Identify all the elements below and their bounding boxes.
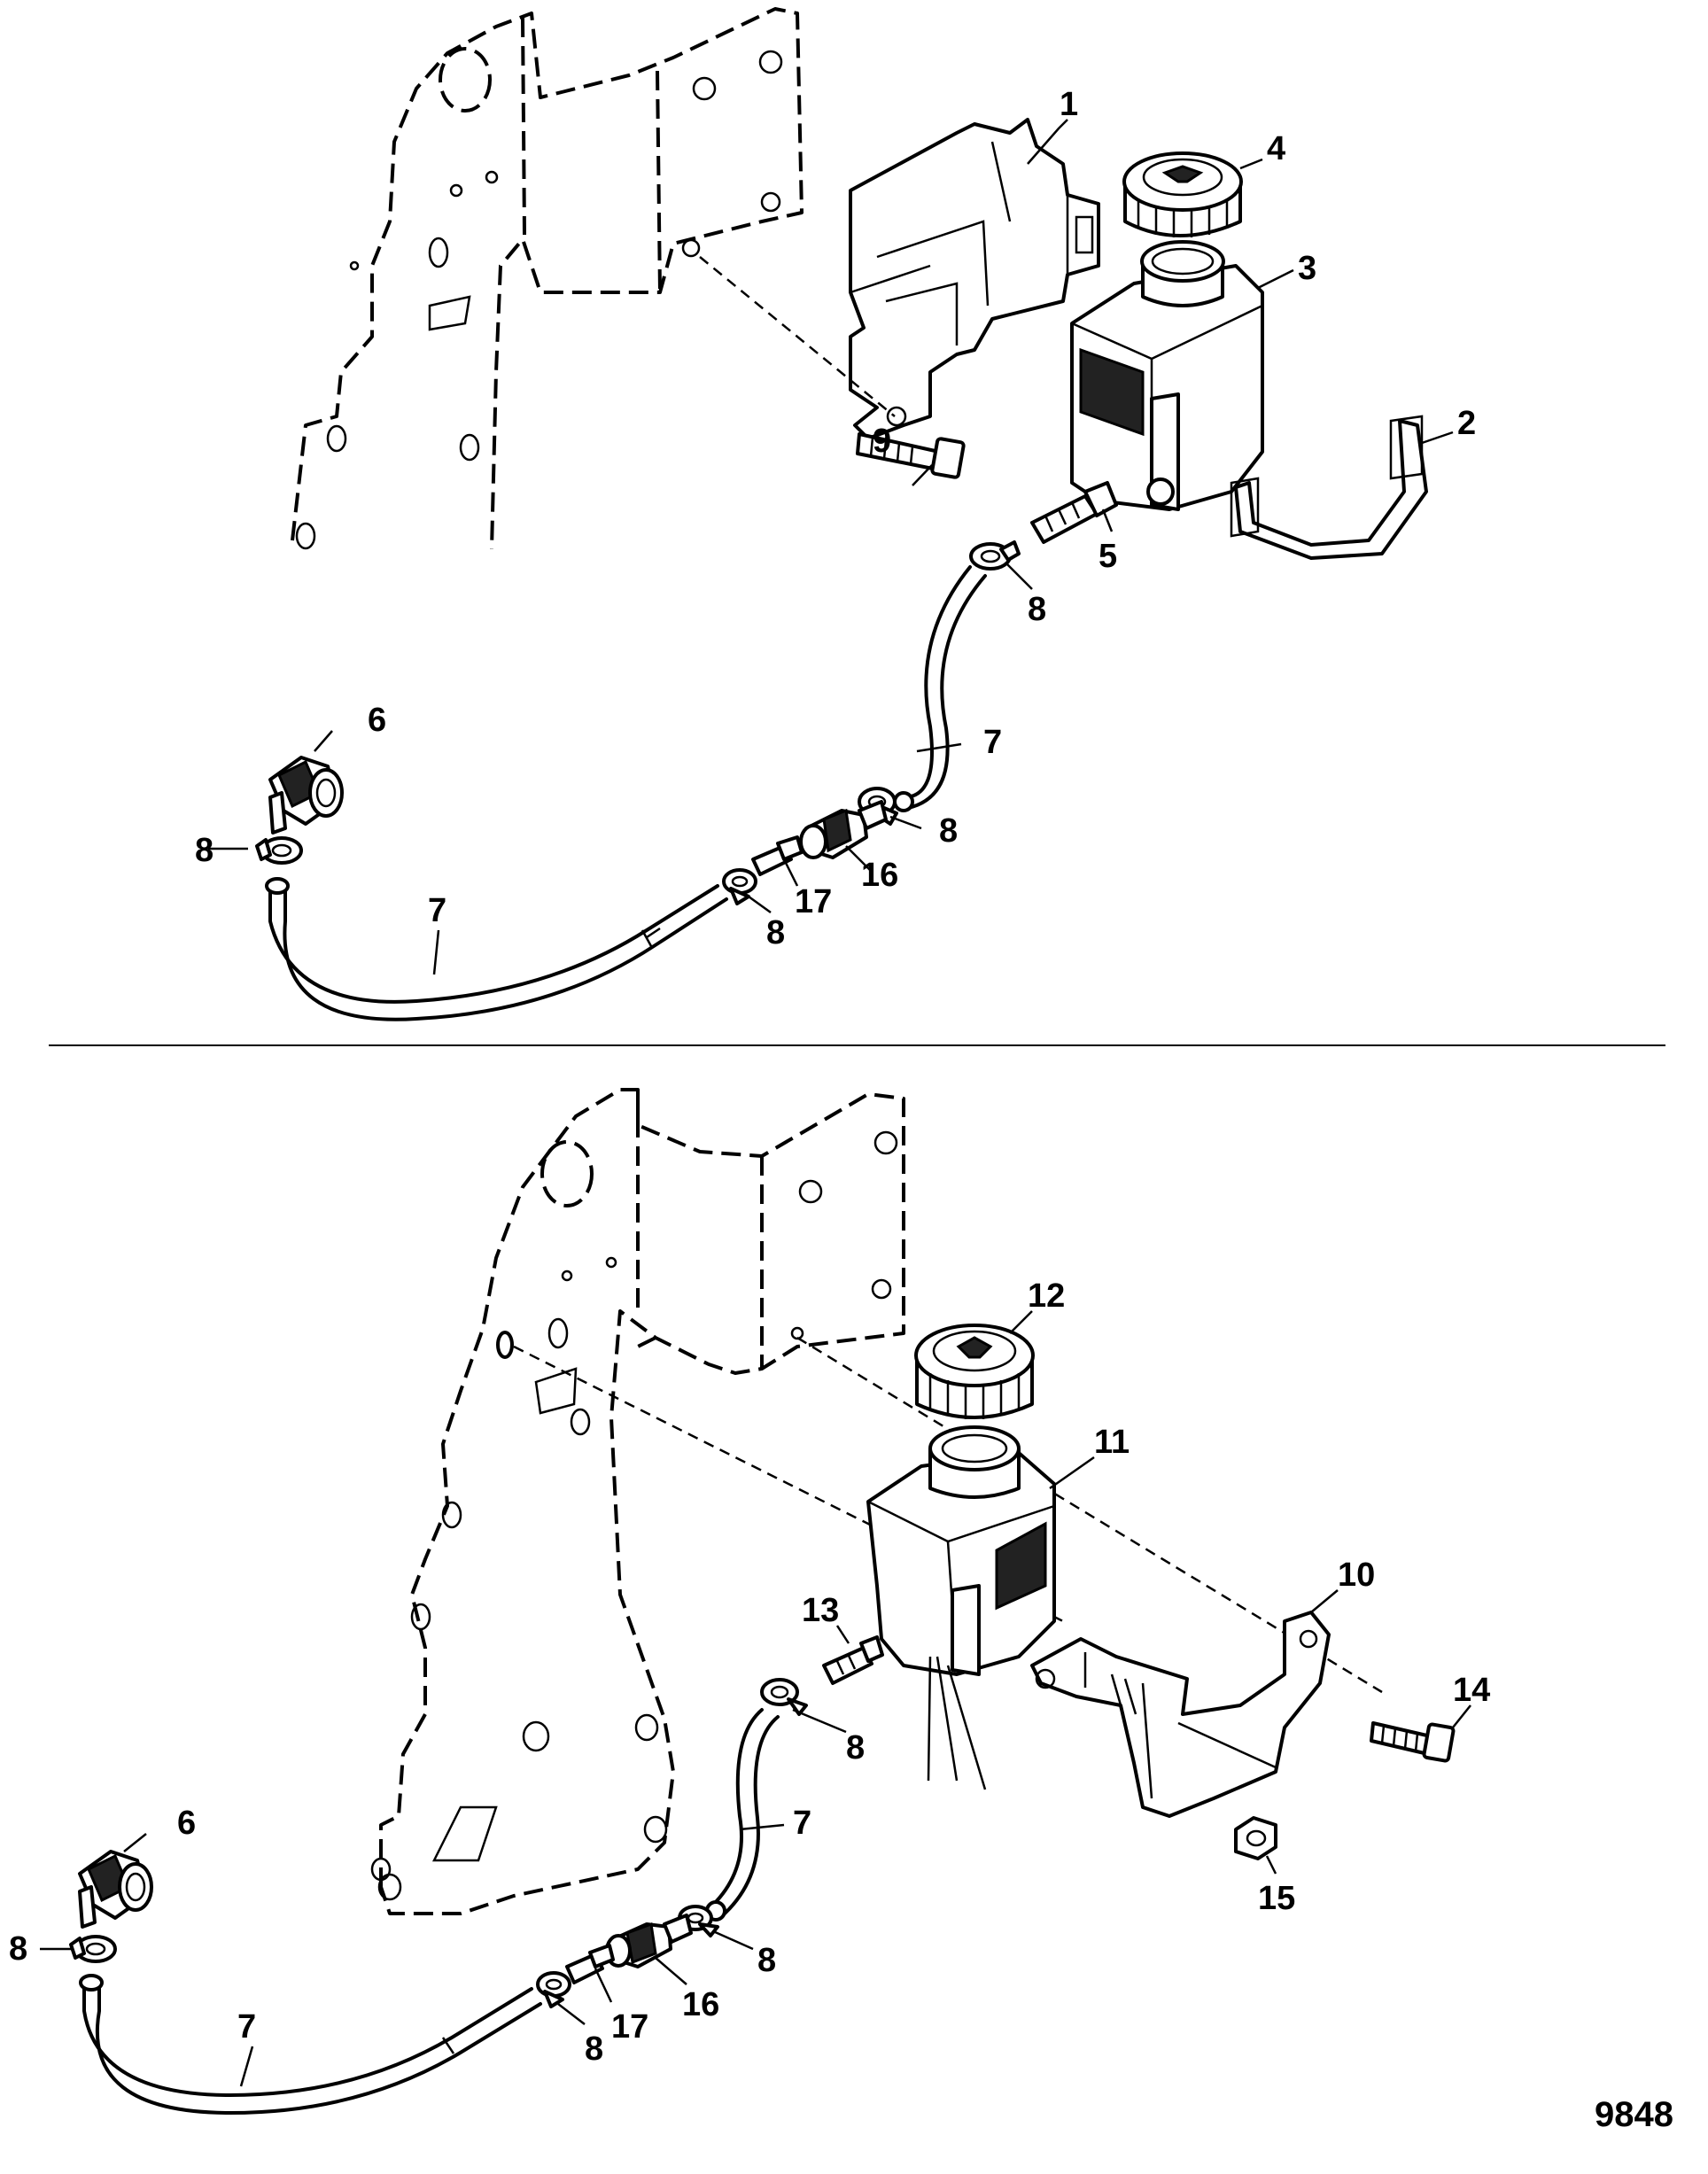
callout-14: 14 (1453, 1672, 1490, 1709)
callout-8: 8 (9, 1930, 27, 1968)
hose-7-long-end (265, 877, 290, 895)
callout-7: 7 (793, 1805, 811, 1842)
callout-6: 6 (177, 1805, 196, 1842)
bottom-view: 12 11 10 14 15 13 8 7 8 16 17 8 6 8 7 (9, 1088, 1490, 2115)
callout-8: 8 (585, 2030, 603, 2068)
hose-7-bottom-upper-outer (711, 1708, 764, 1906)
callout-5: 5 (1099, 538, 1117, 575)
nipple-17-top (751, 835, 804, 876)
quick-connector-16-bottom (605, 1914, 693, 1968)
engine-bracket-phantom-top (291, 7, 804, 550)
callout-6: 6 (368, 702, 386, 739)
reservoir-top (1070, 240, 1264, 511)
hose-7-upper-inner (906, 574, 987, 810)
callout-3: 3 (1298, 250, 1316, 287)
callout-8: 8 (757, 1942, 776, 1979)
reservoir-bottom (866, 1425, 1056, 1790)
callout-13: 13 (802, 1592, 839, 1629)
reservoir-mount-bracket (849, 118, 1100, 440)
hose-7-bottom-upper-inner (723, 1715, 780, 1915)
quick-connector-16-top (799, 800, 888, 859)
reservoir-strap (1230, 415, 1428, 560)
hose-7-upper-outer (902, 565, 972, 799)
reservoir-cap-top (1122, 151, 1243, 237)
callout-1: 1 (1060, 86, 1078, 123)
callout-8: 8 (1028, 591, 1046, 628)
callout-8: 8 (766, 914, 785, 951)
hose-clamp-8-upper (969, 540, 1021, 571)
callout-9: 9 (873, 423, 891, 460)
callout-15: 15 (1258, 1880, 1295, 1917)
callout-7: 7 (237, 2008, 256, 2046)
callout-8: 8 (195, 832, 214, 869)
callout-17: 17 (611, 2008, 648, 2046)
reservoir-bracket-10 (1030, 1611, 1331, 1818)
callout-10: 10 (1338, 1557, 1375, 1594)
hose-clamp-8-lower (722, 868, 757, 905)
bolt-alignment-line-top (699, 256, 896, 417)
bolt-14 (1370, 1721, 1456, 1763)
callout-7: 7 (428, 892, 446, 929)
barbed-fitting-5 (1030, 481, 1118, 544)
callout-12: 12 (1028, 1277, 1065, 1315)
callout-2: 2 (1457, 405, 1476, 442)
hose-clamp-8-left (255, 836, 303, 865)
hose-7-upper-end (893, 791, 914, 812)
bolt-9 (856, 432, 966, 479)
hose-7-long-outer (268, 884, 719, 1004)
hose-7-bottom-long-outer (82, 1983, 533, 2097)
callout-16: 16 (682, 1986, 719, 2023)
figure-number: 9848 (1595, 2095, 1673, 2134)
hose-clamp-8-bottom-left (69, 1935, 117, 1963)
elbow-fitting-6-top (268, 756, 344, 835)
top-view: 1 4 3 2 9 5 8 7 8 16 17 8 6 8 7 (195, 7, 1476, 1021)
nipple-17-bottom (565, 1944, 615, 1984)
hose-clamp-8-bottom-upper (760, 1678, 808, 1716)
callout-16: 16 (861, 857, 898, 894)
nut-15 (1234, 1816, 1277, 1860)
hose-7-bottom-long-inner (95, 1983, 542, 2115)
callout-7: 7 (983, 724, 1002, 761)
alignment-line-a (513, 1345, 1064, 1623)
callout-8: 8 (846, 1729, 865, 1766)
hose-7-long-inner (283, 884, 728, 1021)
hose-clamp-8-bottom-lower (536, 1971, 571, 2008)
elbow-fitting-6-bottom (78, 1850, 153, 1929)
callout-4: 4 (1267, 130, 1285, 167)
callout-8: 8 (939, 812, 958, 850)
callout-17: 17 (795, 883, 832, 920)
barbed-fitting-13 (822, 1635, 884, 1685)
reservoir-cap-bottom (914, 1324, 1035, 1419)
callout-11: 11 (1094, 1424, 1130, 1461)
